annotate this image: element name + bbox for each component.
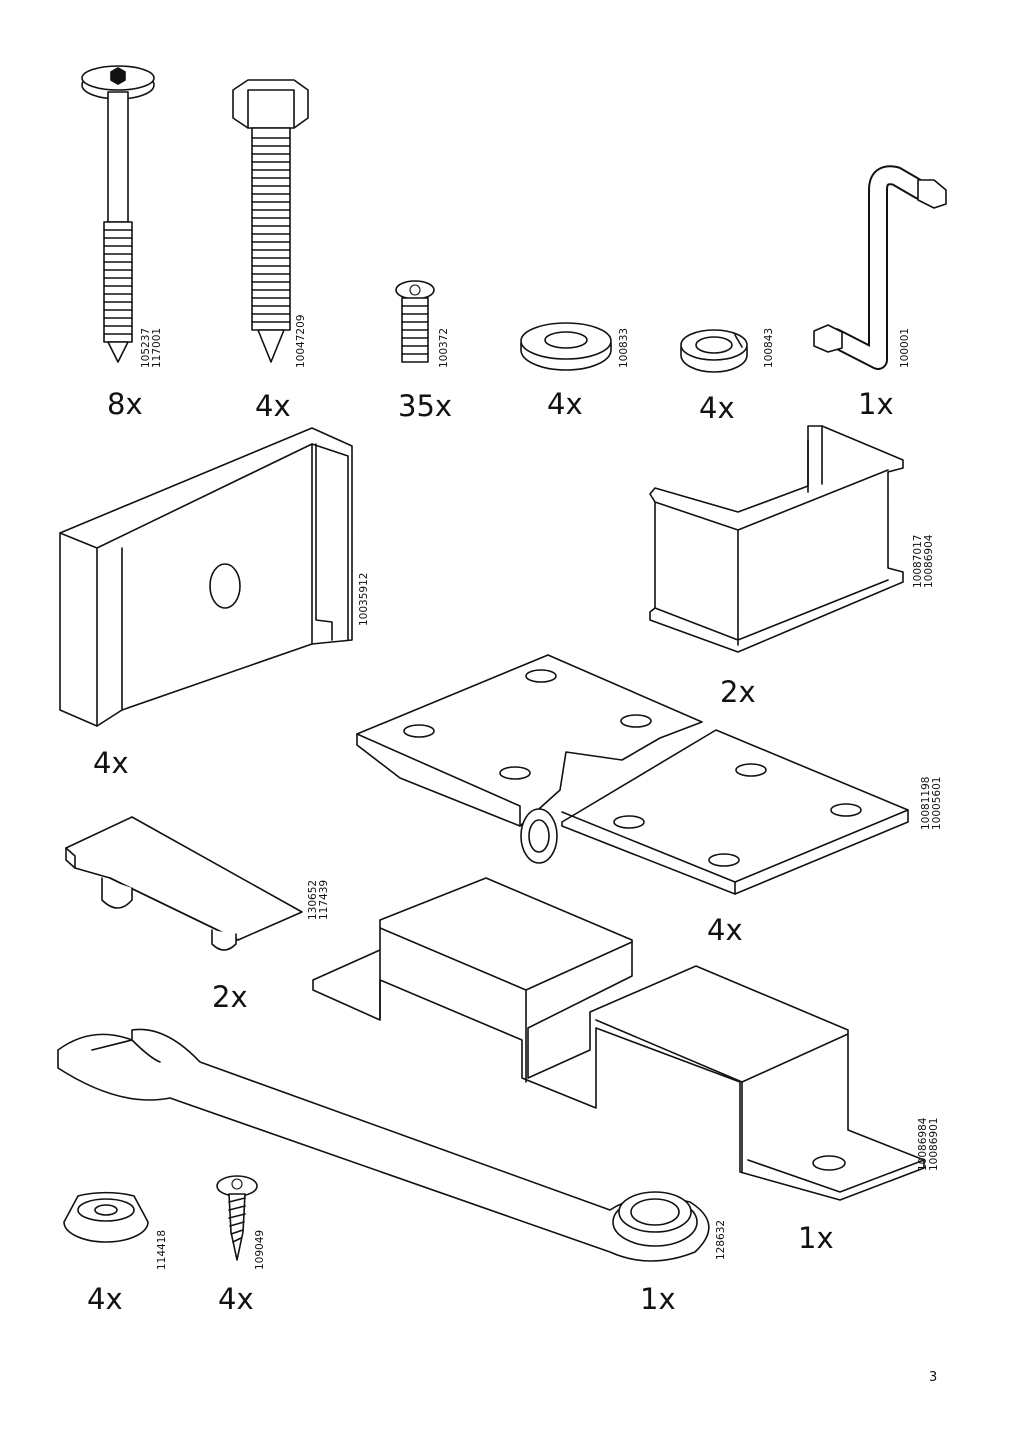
article-code: 128632 <box>715 1219 727 1260</box>
bracket-plate-drawing <box>59 427 353 727</box>
qty-omega-bracket: 1x <box>798 1221 834 1255</box>
hinge-drawing <box>356 654 909 895</box>
qty-allen-key: 1x <box>858 387 894 421</box>
wrench-drawing <box>57 1028 710 1262</box>
allen-key-drawing <box>813 165 947 370</box>
qty-bracket-plate: 4x <box>93 746 129 780</box>
code-allen-key: 100001 <box>899 327 911 368</box>
wood-screw-drawing <box>216 1175 258 1261</box>
article-code: 114418 <box>156 1229 168 1270</box>
qty-spring-washer: 4x <box>699 391 735 425</box>
long-bolt-drawing <box>81 65 155 363</box>
qty-clip: 2x <box>212 980 248 1014</box>
spring-washer-drawing <box>680 329 748 373</box>
code-bracket-plate: 10035912 <box>358 572 370 626</box>
article-code: 100001 <box>899 327 911 368</box>
code-omega-bracket: 10086984 10086901 <box>917 1117 940 1171</box>
code-hex-bolt: 10047209 <box>295 314 307 368</box>
code-wrench: 128632 <box>715 1219 727 1260</box>
bumper-drawing <box>63 1191 149 1243</box>
qty-hex-bolt: 4x <box>255 389 291 423</box>
article-code: 10005601 <box>931 776 943 830</box>
washer-drawing <box>520 322 612 371</box>
hex-bolt-drawing <box>232 79 309 363</box>
article-code: 10086904 <box>923 534 935 588</box>
code-washer: 100833 <box>618 327 630 368</box>
code-wood-screw: 109049 <box>254 1229 266 1270</box>
code-clip: 130652 117439 <box>307 879 330 920</box>
qty-wrench: 1x <box>640 1282 676 1316</box>
article-code: 100843 <box>763 327 775 368</box>
qty-hinge: 4x <box>707 913 743 947</box>
article-code: 10035912 <box>358 572 370 626</box>
article-code: 100833 <box>618 327 630 368</box>
code-spring-washer: 100843 <box>763 327 775 368</box>
code-bolt-long: 105237 117001 <box>140 327 163 368</box>
article-code: 117439 <box>318 879 330 920</box>
qty-wood-screw: 4x <box>218 1282 254 1316</box>
u-bracket-drawing <box>649 425 904 653</box>
code-u-bracket: 10087017 10086904 <box>912 534 935 588</box>
article-code: 10086901 <box>928 1117 940 1171</box>
qty-small-screw: 35x <box>398 389 453 423</box>
article-code: 100372 <box>438 327 450 368</box>
qty-u-bracket: 2x <box>720 675 756 709</box>
code-small-screw: 100372 <box>438 327 450 368</box>
code-hinge: 10081198 10005601 <box>920 776 943 830</box>
clip-drawing <box>65 816 303 951</box>
qty-bolt-long: 8x <box>107 387 143 421</box>
article-code: 10047209 <box>295 314 307 368</box>
small-screw-drawing <box>395 280 435 363</box>
article-code: 109049 <box>254 1229 266 1270</box>
qty-washer: 4x <box>547 387 583 421</box>
article-code: 117001 <box>151 327 163 368</box>
qty-bumper: 4x <box>87 1282 123 1316</box>
omega-bracket-drawing <box>312 877 925 1201</box>
code-bumper: 114418 <box>156 1229 168 1270</box>
page-number: 3 <box>929 1370 938 1385</box>
